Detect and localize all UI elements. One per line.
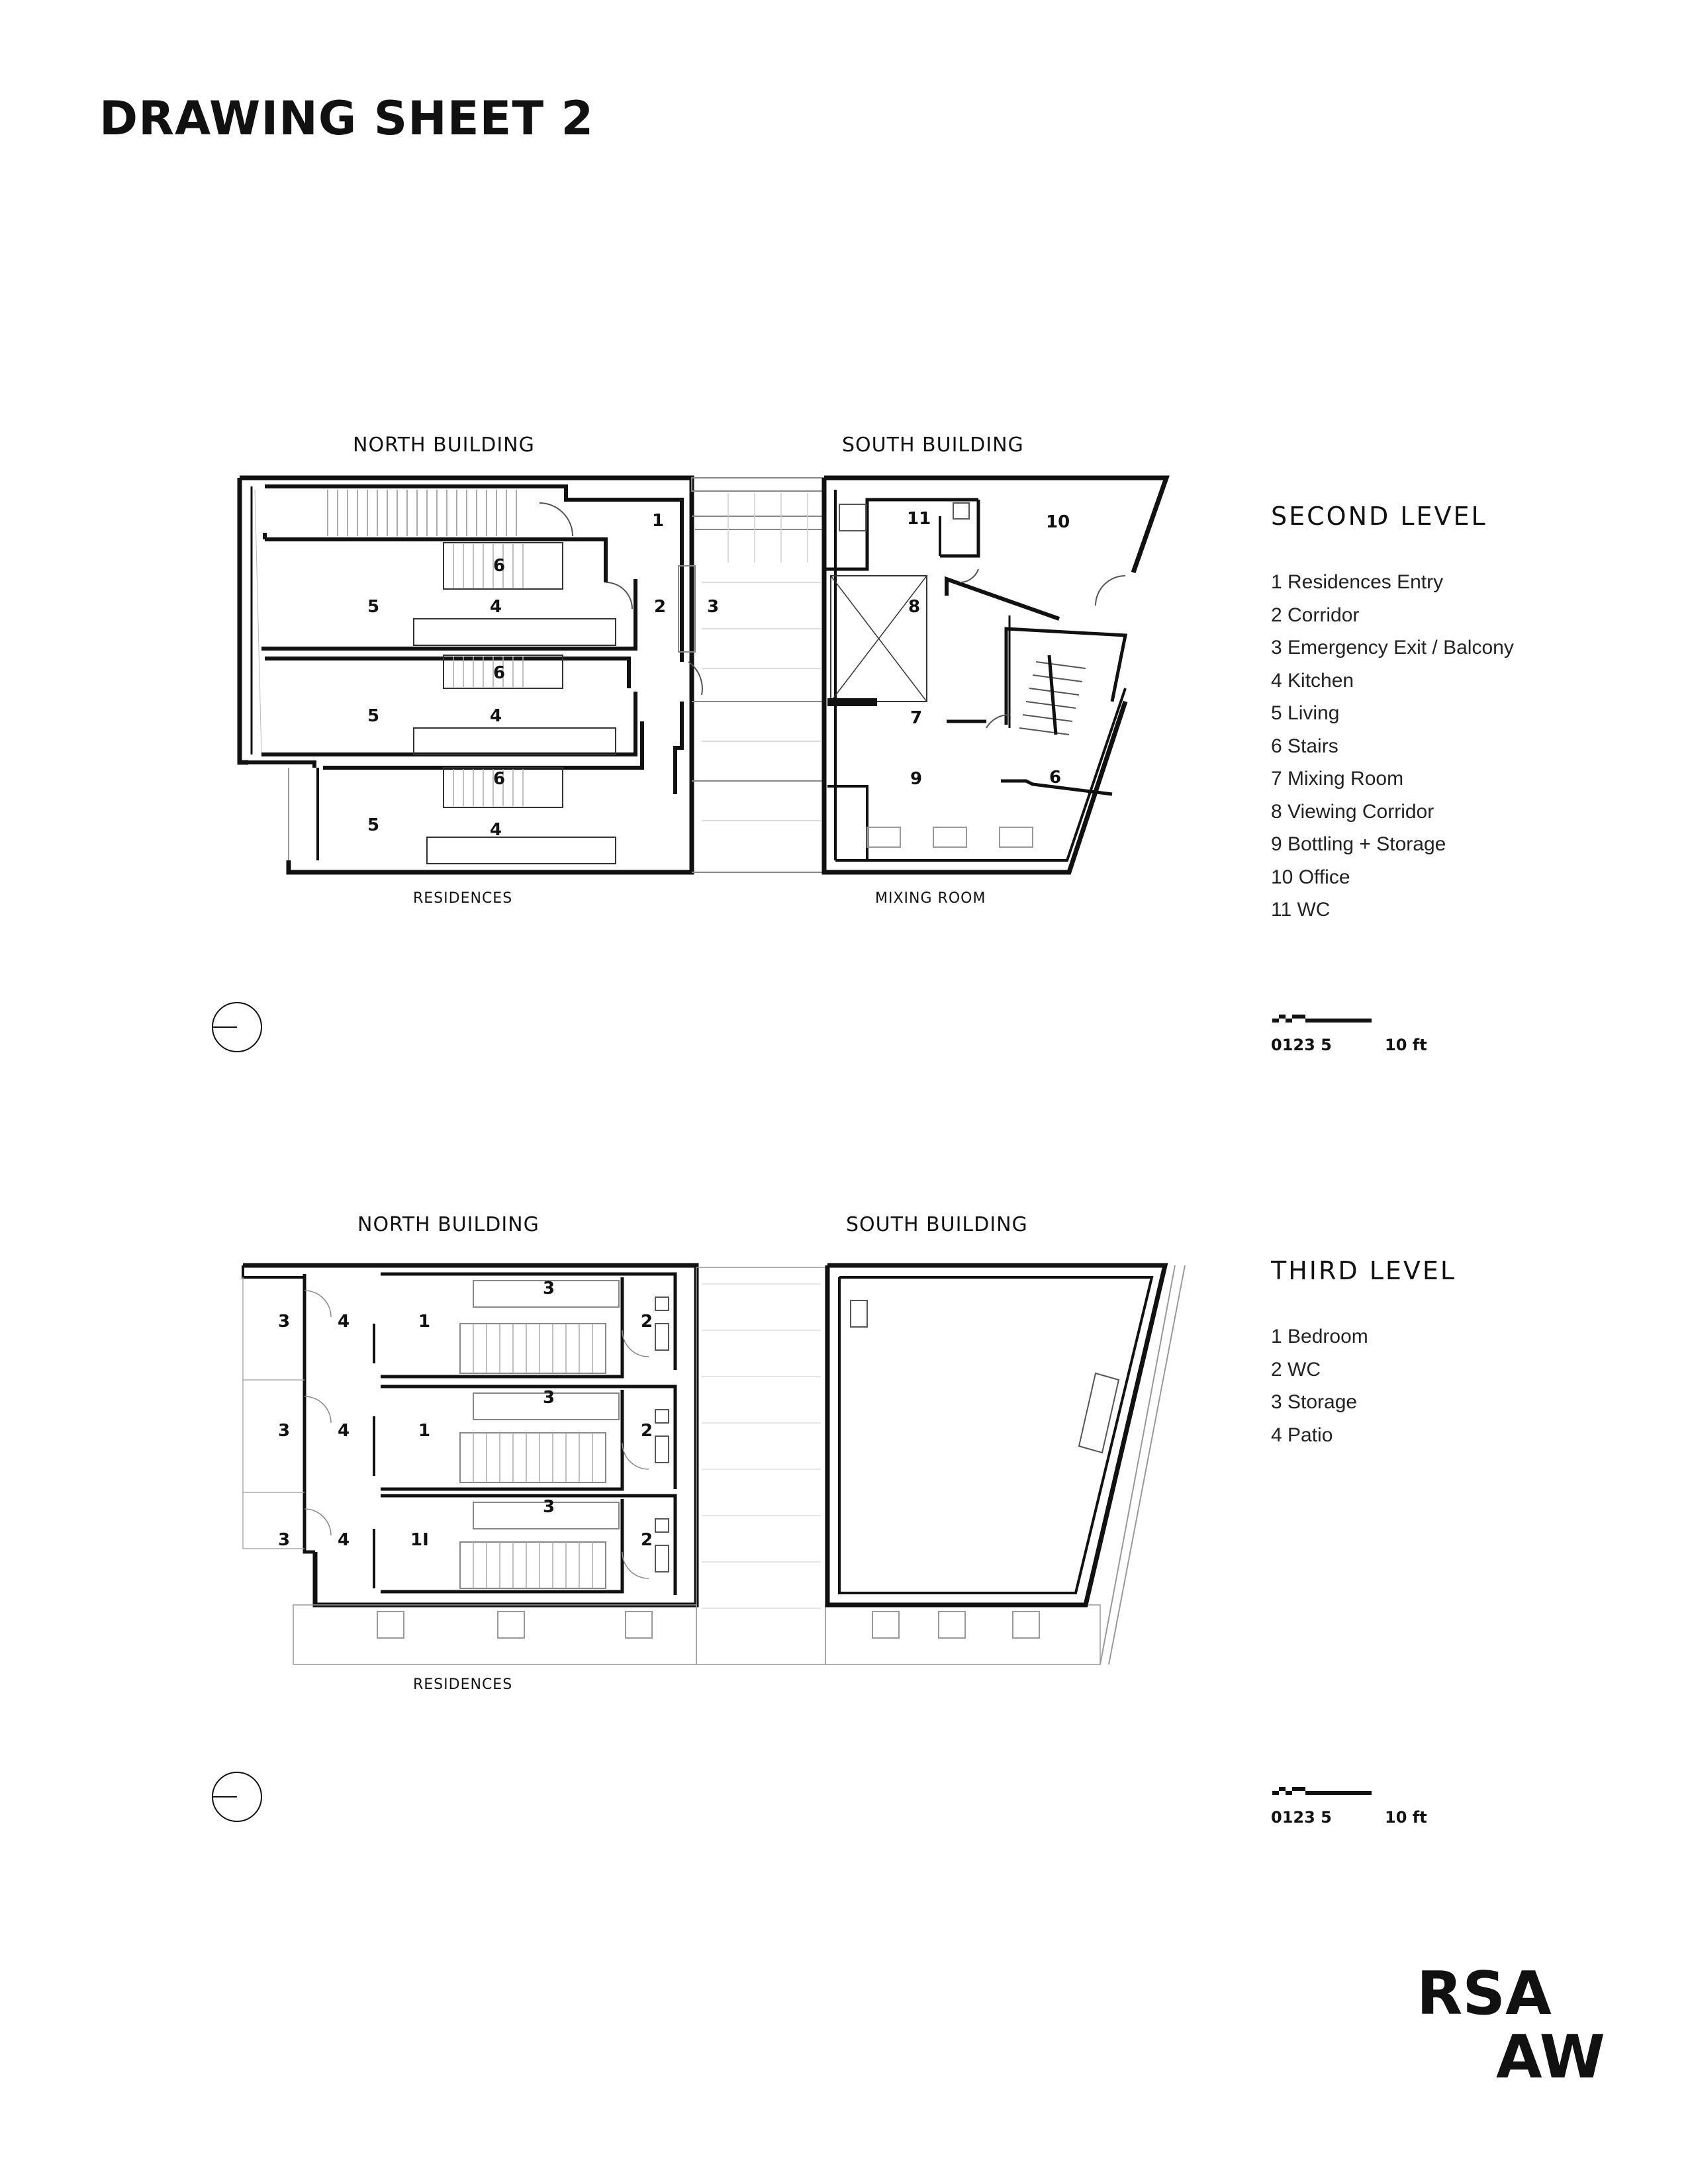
scale-bar-graphic: [1272, 1787, 1372, 1795]
third-legend-item: 3 Storage: [1271, 1391, 1358, 1413]
t3-room-4b: 4: [338, 1421, 350, 1441]
rsa-aw-logo: RSA AW: [1417, 1962, 1605, 2089]
t3-room-2a: 2: [641, 1312, 653, 1332]
s2-room-5c: 5: [367, 815, 379, 835]
t3-room-1c: 1I: [410, 1530, 429, 1550]
north-arrow-icon: [212, 1772, 262, 1822]
scale-ticks: 0123 5: [1271, 1808, 1332, 1827]
third-legend-item: 4 Patio: [1271, 1424, 1333, 1446]
second-mixing-room-label: MIXING ROOM: [875, 890, 986, 907]
s2-room-4b: 4: [490, 706, 502, 726]
s2-room-2: 2: [654, 597, 666, 617]
third-scale-bar: 0123 5 10 ft: [1266, 1782, 1438, 1828]
logo-line-2: AW: [1496, 2023, 1605, 2092]
second-legend-item: 1 Residences Entry: [1271, 571, 1444, 593]
second-legend-item: 7 Mixing Room: [1271, 768, 1404, 790]
second-legend-item: 6 Stairs: [1271, 735, 1338, 757]
t3-room-3b: 3: [543, 1279, 555, 1298]
s2-room-11: 11: [907, 509, 931, 529]
third-south-building-label: SOUTH BUILDING: [846, 1213, 1028, 1236]
second-scale-bar: 0123 5 10 ft: [1266, 1009, 1438, 1056]
t3-room-3c: 3: [278, 1421, 290, 1441]
second-legend-item: 4 Kitchen: [1271, 669, 1354, 692]
scale-ticks: 0123 5: [1271, 1036, 1332, 1054]
third-level-legend: 1 Bedroom 2 WC 3 Storage 4 Patio: [1271, 1320, 1368, 1451]
t3-room-1a: 1: [418, 1312, 430, 1332]
second-south-building-label: SOUTH BUILDING: [842, 433, 1024, 457]
third-legend-item: 2 WC: [1271, 1358, 1321, 1381]
second-legend-item: 3 Emergency Exit / Balcony: [1271, 637, 1514, 659]
scale-end: 10 ft: [1385, 1036, 1427, 1054]
s2-room-4c: 4: [490, 820, 502, 840]
s2-room-6a: 6: [493, 556, 505, 576]
second-legend-item: 10 Office: [1271, 866, 1350, 888]
scale-end: 10 ft: [1385, 1808, 1427, 1827]
second-legend-item: 2 Corridor: [1271, 604, 1360, 626]
second-legend-item: 11 WC: [1271, 899, 1331, 921]
t3-room-3a: 3: [278, 1312, 290, 1332]
sheet-title: DRAWING SHEET 2: [99, 91, 594, 146]
t3-room-4c: 4: [338, 1530, 350, 1550]
t3-room-1b: 1: [418, 1421, 430, 1441]
t3-room-4a: 4: [338, 1312, 350, 1332]
scale-bar-graphic: [1272, 1015, 1372, 1023]
second-north-building-label: NORTH BUILDING: [353, 433, 535, 457]
t3-room-2c: 2: [641, 1530, 653, 1550]
s2-room-4a: 4: [490, 597, 502, 617]
s2-room-1: 1: [652, 511, 664, 531]
third-residences-label: RESIDENCES: [413, 1676, 513, 1693]
second-legend-item: 5 Living: [1271, 702, 1340, 724]
s2-room-6c: 6: [493, 769, 505, 789]
s2-room-9: 9: [910, 769, 922, 789]
t3-room-3d: 3: [543, 1388, 555, 1408]
s2-room-8: 8: [908, 597, 920, 617]
north-arrow-icon: [212, 1002, 262, 1052]
second-level-legend: 1 Residences Entry 2 Corridor 3 Emergenc…: [1271, 566, 1514, 927]
s2-room-6d: 6: [1049, 768, 1061, 788]
s2-room-3: 3: [707, 597, 719, 617]
second-residences-label: RESIDENCES: [413, 890, 513, 907]
second-legend-item: 8 Viewing Corridor: [1271, 800, 1434, 823]
second-level-title: SECOND LEVEL: [1271, 502, 1487, 531]
logo-line-1: RSA: [1417, 1959, 1552, 2028]
t3-room-3f: 3: [543, 1497, 555, 1517]
t3-room-2b: 2: [641, 1421, 653, 1441]
third-legend-item: 1 Bedroom: [1271, 1326, 1368, 1347]
second-legend-item: 9 Bottling + Storage: [1271, 833, 1446, 855]
third-north-building-label: NORTH BUILDING: [357, 1213, 539, 1236]
third-level-title: THIRD LEVEL: [1271, 1256, 1457, 1285]
s2-room-10: 10: [1046, 512, 1070, 532]
s2-room-5a: 5: [367, 597, 379, 617]
s2-room-5b: 5: [367, 706, 379, 726]
s2-room-6b: 6: [493, 663, 505, 683]
s2-room-7: 7: [910, 708, 922, 728]
t3-room-3e: 3: [278, 1530, 290, 1550]
